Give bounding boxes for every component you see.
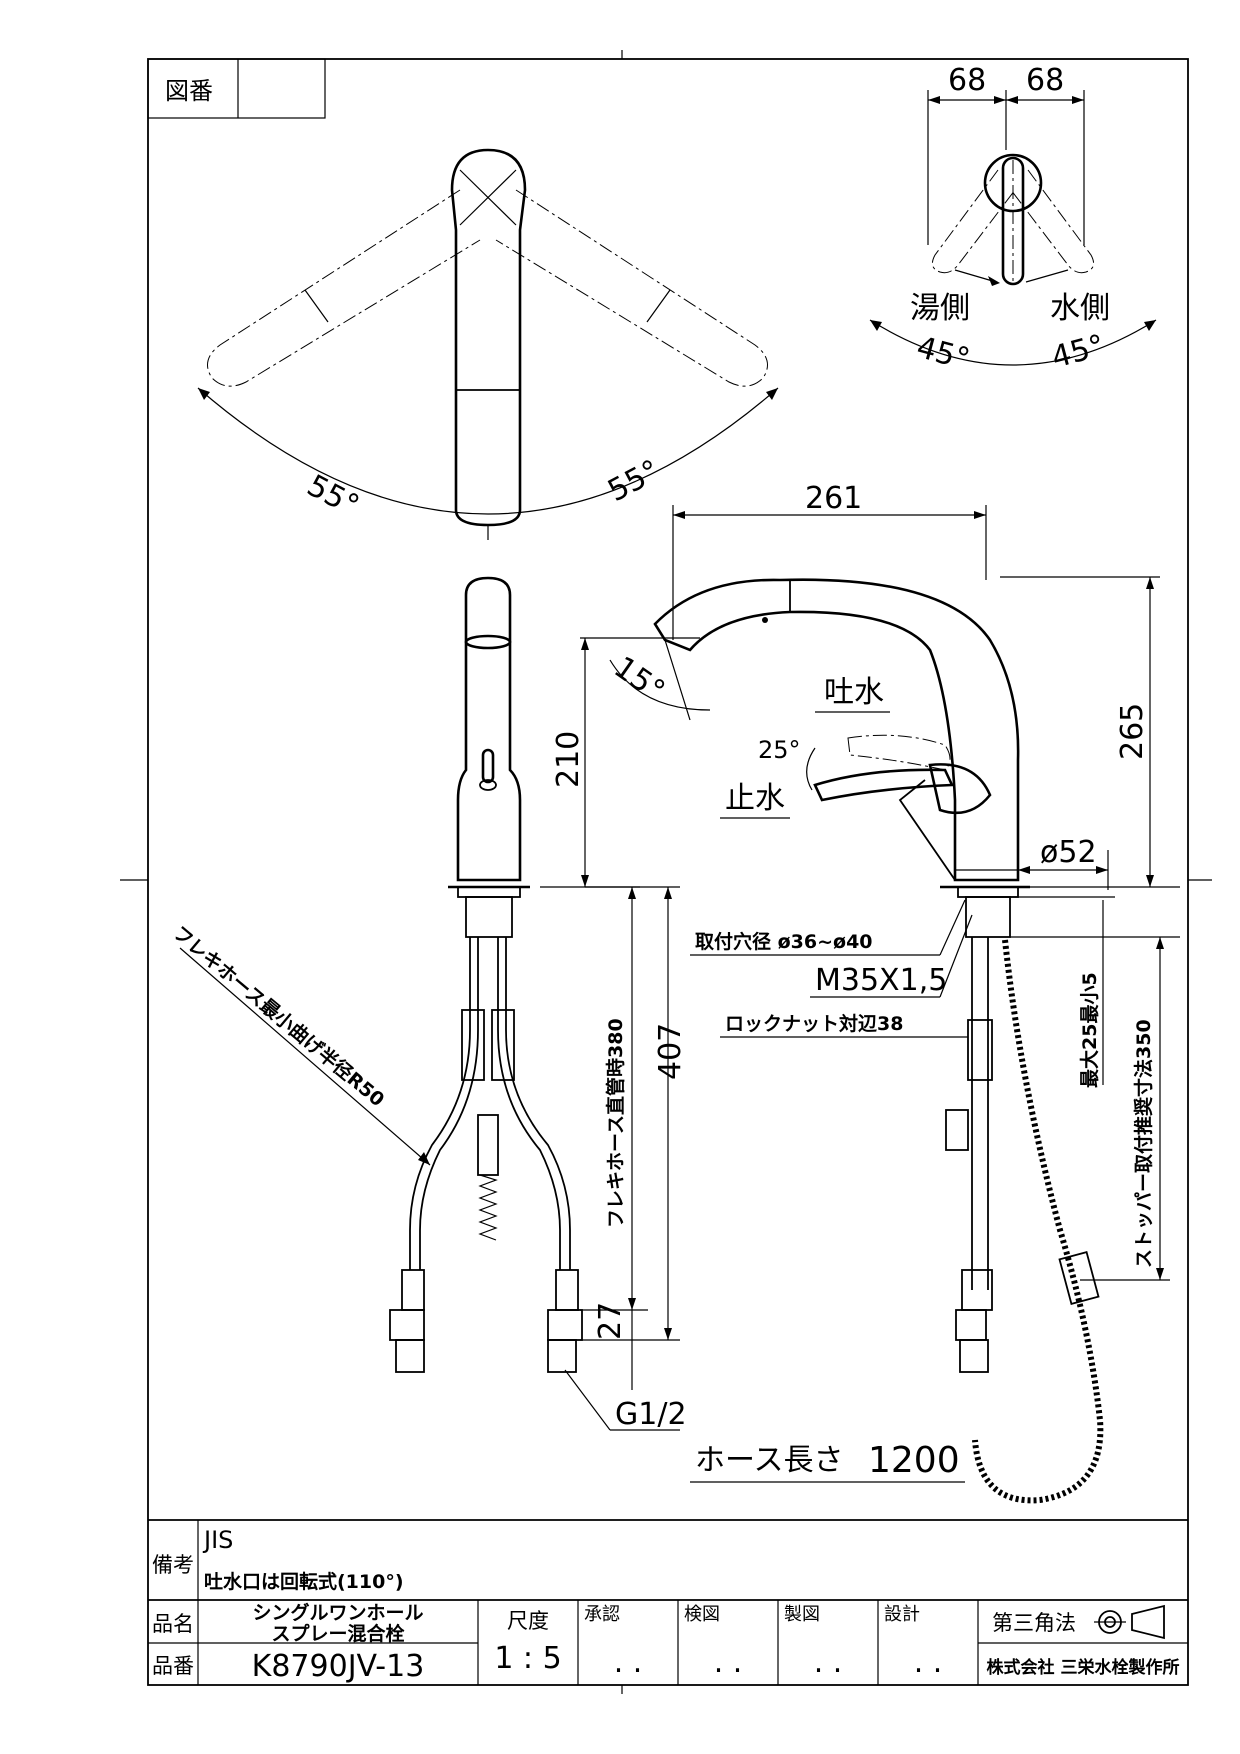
title-block: 備考 JIS 吐水口は回転式(110°) 品名 シングルワンホール スプレー混合… (148, 1519, 1188, 1685)
stopper-position: ストッパー取付推奨寸法350 (1132, 1019, 1155, 1268)
thread-g12: G1/2 (615, 1397, 687, 1432)
biko-line2: 吐水口は回転式(110°) (204, 1570, 404, 1593)
kenzu-label: 検図 (684, 1604, 720, 1625)
border-frame (147, 58, 1189, 1686)
biko-label: 備考 (152, 1553, 194, 1577)
projection-label: 第三角法 (992, 1611, 1076, 1635)
angle-55-right: 55° (602, 453, 665, 509)
third-angle-projection-icon (1094, 1604, 1165, 1640)
side-view: 261 265 210 15° 吐水 25° 止水 ø52 取付穴 (551, 481, 1180, 1504)
hinmei-label: 品名 (152, 1612, 194, 1636)
angle-15: 15° (607, 650, 671, 709)
shakudo-value: 1 : 5 (494, 1641, 561, 1676)
seizu-date: . . (814, 1645, 843, 1680)
dim-407: 407 (653, 1023, 688, 1080)
tosui-label: 吐水 (824, 675, 884, 710)
seizu-label: 製図 (784, 1604, 820, 1625)
zuban-label: 図番 (165, 77, 213, 105)
flex-hose-length: フレキホース直管時380 (604, 1018, 627, 1228)
zuban-box (147, 58, 326, 119)
shisui-label: 止水 (725, 781, 785, 816)
angle-25: 25° (758, 736, 801, 764)
dim-210: 210 (551, 731, 586, 788)
hinmei-line1: シングルワンホール (252, 1601, 423, 1624)
dim-261: 261 (805, 481, 862, 516)
mount-hole-dia: 取付穴径 ø36~ø40 (695, 930, 873, 953)
dim-265: 265 (1115, 703, 1150, 760)
yu-gawa-label: 湯側 (910, 291, 970, 326)
angle-55-left: 55° (301, 468, 364, 524)
dim-27: 27 (593, 1302, 628, 1340)
top-view: 55° 55° (197, 148, 779, 540)
lock-nut-size: ロックナット対辺38 (725, 1012, 903, 1035)
flex-bend-radius: フレキホース最小曲げ半径R50 (169, 921, 389, 1111)
shonin-label: 承認 (584, 1604, 620, 1625)
dim-68-left: 68 (948, 63, 986, 98)
hinmei-line2: スプレー混合栓 (271, 1622, 404, 1645)
mizu-gawa-label: 水側 (1050, 291, 1110, 326)
hose-length-label: ホース長さ (695, 1443, 844, 1478)
dim-68-right: 68 (1026, 63, 1064, 98)
company-name: 株式会社 三栄水栓製作所 (987, 1657, 1180, 1678)
hinban-label: 品番 (152, 1654, 194, 1678)
front-view: 407 27 フレキホース直管時380 フレキホース最小曲げ半径R50 G1/2 (169, 576, 688, 1432)
shonin-date: . . (614, 1645, 643, 1680)
stroke-range: 最大25最小5 (1078, 972, 1101, 1088)
dim-phi52: ø52 (1040, 835, 1097, 870)
biko-line1: JIS (202, 1526, 233, 1554)
angle-45-left: 45° (913, 330, 973, 378)
hose-length-value: 1200 (868, 1440, 960, 1481)
hinban-value: K8790JV-13 (252, 1649, 425, 1684)
kenzu-date: . . (714, 1645, 743, 1680)
handle-top-view: 68 68 湯側 水側 45° 45° (869, 63, 1157, 378)
sekkei-label: 設計 (884, 1604, 920, 1625)
angle-45-right: 45° (1048, 328, 1108, 376)
sekkei-date: . . (914, 1645, 943, 1680)
thread-m35: M35X1,5 (815, 963, 947, 998)
shakudo-label: 尺度 (507, 1609, 549, 1633)
